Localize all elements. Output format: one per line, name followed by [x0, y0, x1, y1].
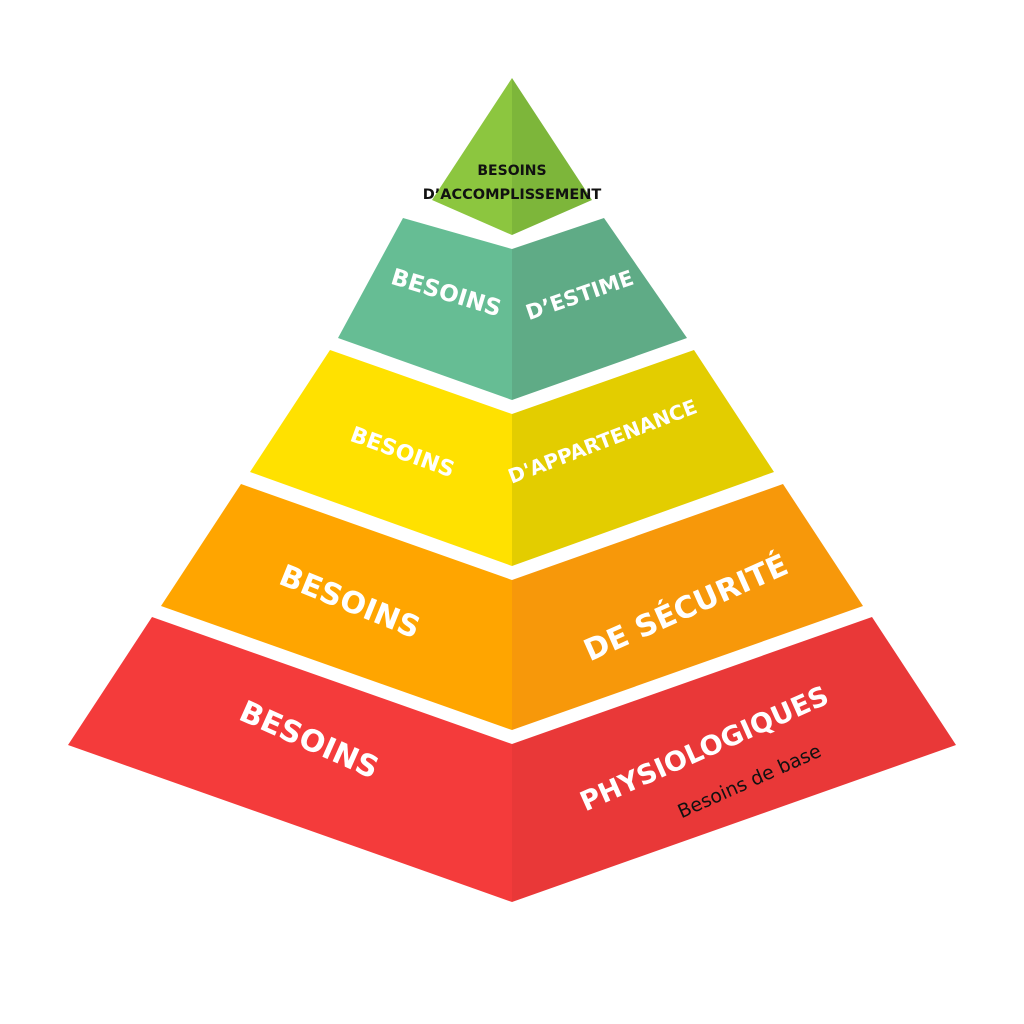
accomplissement-right-face [512, 78, 592, 235]
appartenance-left-face [250, 350, 512, 566]
estime-left-face [338, 218, 512, 400]
physiologiques-left-face [68, 617, 512, 902]
level-accomplissement: BESOINS D’ACCOMPLISSEMENT [423, 78, 602, 235]
appartenance-right-face [512, 350, 774, 566]
level-estime: BESOINS D’ESTIME [338, 218, 687, 400]
estime-right-face [512, 218, 687, 400]
level-appartenance: BESOINS D'APPARTENANCE [250, 350, 774, 566]
accomplissement-label-line2: D’ACCOMPLISSEMENT [423, 187, 602, 203]
accomplissement-left-face [432, 78, 512, 235]
physiologiques-right-face [512, 617, 956, 902]
accomplissement-label-line1: BESOINS [477, 163, 546, 179]
securite-right-face [512, 484, 863, 730]
securite-left-face [161, 484, 512, 730]
